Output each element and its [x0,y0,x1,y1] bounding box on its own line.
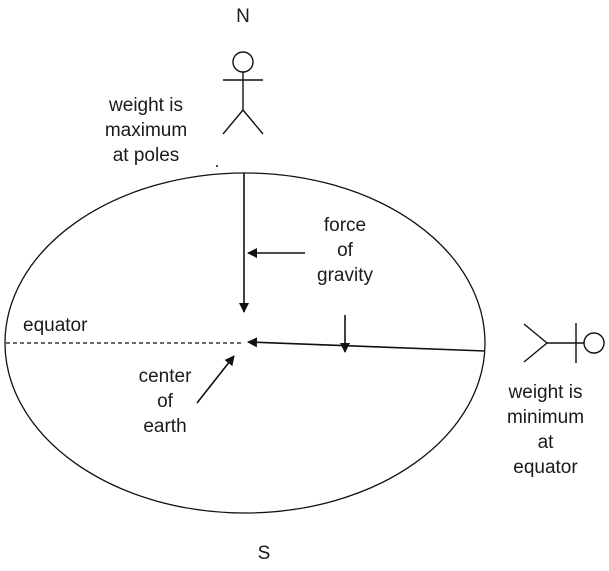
poles-weight-note: weight is maximum at poles [104,95,188,166]
center-of-earth-label: center of earth [138,366,192,437]
equator-weight-note: weight is minimum at equator [506,382,585,478]
earth-ellipse [4,172,486,514]
north-pole-person-icon [222,51,264,135]
north-label: N [236,6,250,27]
equatorial-gravity-arrow [247,337,486,352]
force-of-gravity-label: force of gravity [317,215,373,286]
center-pointer-arrow [196,355,235,404]
equator-person-icon [523,323,605,363]
equator-label: equator [23,315,88,336]
south-label: S [257,543,271,564]
pole-dot [216,165,218,167]
